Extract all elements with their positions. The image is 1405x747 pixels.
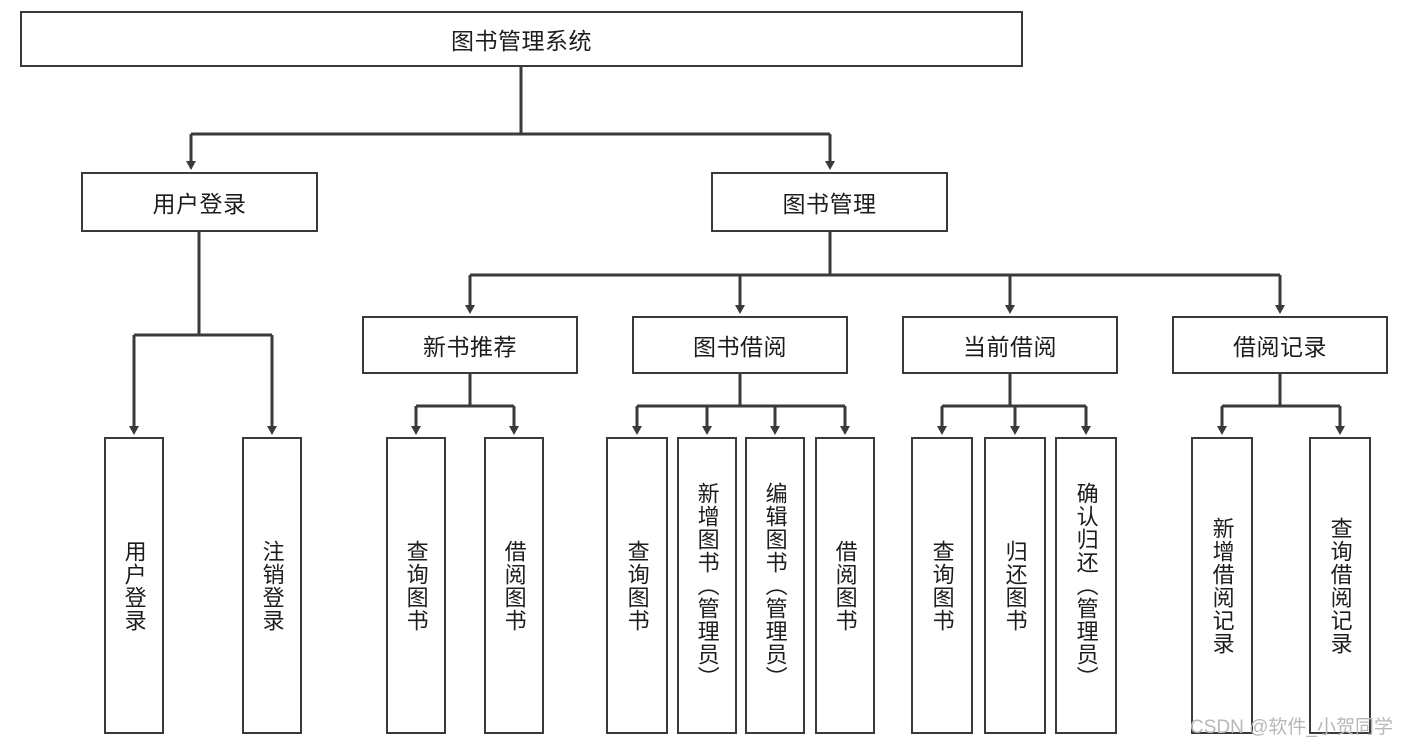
node-leaf-query-borrow-record[interactable]: 查询借阅记录 (1309, 437, 1371, 734)
node-borrow-record[interactable]: 借阅记录 (1172, 316, 1388, 374)
node-book-borrow-label: 图书借阅 (693, 334, 787, 360)
node-leaf-borrow-book-rec-label: 借阅图书 (501, 539, 527, 632)
node-leaf-return-book-label: 归还图书 (1002, 539, 1028, 632)
node-leaf-confirm-return-label: 确认归还（管理员） (1073, 482, 1099, 689)
node-leaf-add-borrow-record[interactable]: 新增借阅记录 (1191, 437, 1253, 734)
node-leaf-borrow-book-rec[interactable]: 借阅图书 (484, 437, 544, 734)
node-leaf-query-book-rec-label: 查询图书 (403, 539, 429, 632)
node-leaf-edit-book-label: 编辑图书（管理员） (762, 482, 788, 689)
node-leaf-borrow-book[interactable]: 借阅图书 (815, 437, 875, 734)
node-leaf-confirm-return[interactable]: 确认归还（管理员） (1055, 437, 1117, 734)
node-leaf-query-book-rec[interactable]: 查询图书 (386, 437, 446, 734)
node-current-borrow[interactable]: 当前借阅 (902, 316, 1118, 374)
node-leaf-user-login-label: 用户登录 (121, 539, 147, 632)
node-leaf-query-book-borrow[interactable]: 查询图书 (606, 437, 668, 734)
node-leaf-user-logout[interactable]: 注销登录 (242, 437, 302, 734)
node-leaf-query-borrow-record-label: 查询借阅记录 (1327, 516, 1353, 655)
node-leaf-query-book-borrow-label: 查询图书 (624, 539, 650, 632)
node-book-manage-label: 图书管理 (782, 191, 877, 217)
node-leaf-return-book[interactable]: 归还图书 (984, 437, 1046, 734)
node-root[interactable]: 图书管理系统 (20, 11, 1023, 67)
node-user-login-label: 用户登录 (152, 191, 247, 217)
node-leaf-add-borrow-record-label: 新增借阅记录 (1209, 516, 1235, 655)
node-leaf-add-book[interactable]: 新增图书（管理员） (677, 437, 737, 734)
node-current-borrow-label: 当前借阅 (963, 334, 1057, 360)
node-new-book-rec[interactable]: 新书推荐 (362, 316, 578, 374)
node-book-borrow[interactable]: 图书借阅 (632, 316, 848, 374)
node-leaf-query-book-cur-label: 查询图书 (929, 539, 955, 632)
node-leaf-borrow-book-label: 借阅图书 (832, 539, 858, 632)
node-leaf-user-logout-label: 注销登录 (259, 539, 285, 632)
node-leaf-edit-book[interactable]: 编辑图书（管理员） (745, 437, 805, 734)
node-leaf-add-book-label: 新增图书（管理员） (694, 482, 720, 689)
node-book-manage[interactable]: 图书管理 (711, 172, 948, 232)
node-new-book-rec-label: 新书推荐 (423, 334, 517, 360)
node-user-login[interactable]: 用户登录 (81, 172, 318, 232)
node-root-label: 图书管理系统 (451, 28, 592, 54)
node-leaf-user-login[interactable]: 用户登录 (104, 437, 164, 734)
node-borrow-record-label: 借阅记录 (1233, 334, 1327, 360)
node-leaf-query-book-cur[interactable]: 查询图书 (911, 437, 973, 734)
